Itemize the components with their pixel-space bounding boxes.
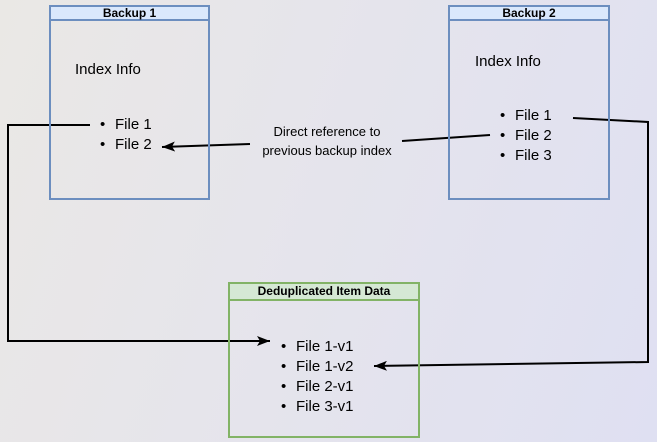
direct-reference-edge-label: Direct reference to previous backup inde… xyxy=(262,124,392,158)
dedup-title: Deduplicated Item Data xyxy=(230,284,418,301)
backup1-file-list: File 1File 2 xyxy=(100,115,152,155)
backup1-subtitle: Index Info xyxy=(75,61,141,78)
backup2-file-list: File 1File 2File 3 xyxy=(500,106,552,166)
backup2-subtitle: Index Info xyxy=(475,53,541,70)
file-item: File 2-v1 xyxy=(281,377,354,397)
backup1-title: Backup 1 xyxy=(51,6,208,21)
file-item: File 1-v2 xyxy=(281,357,354,377)
file-item: File 1-v1 xyxy=(281,337,354,357)
file-item: File 1 xyxy=(500,106,552,126)
dedup-file-list: File 1-v1File 1-v2File 2-v1File 3-v1 xyxy=(281,337,354,417)
file-item: File 2 xyxy=(100,135,152,155)
file-item: File 2 xyxy=(500,126,552,146)
file-item: File 3 xyxy=(500,146,552,166)
dedup-node: Deduplicated Item Data File 1-v1File 1-v… xyxy=(228,282,420,438)
backup2-node: Backup 2 Index Info File 1File 2File 3 xyxy=(448,5,610,200)
backup1-node: Backup 1 Index Info File 1File 2 xyxy=(49,5,210,200)
file-item: File 1 xyxy=(100,115,152,135)
backup2-title: Backup 2 xyxy=(450,6,608,21)
file-item: File 3-v1 xyxy=(281,397,354,417)
